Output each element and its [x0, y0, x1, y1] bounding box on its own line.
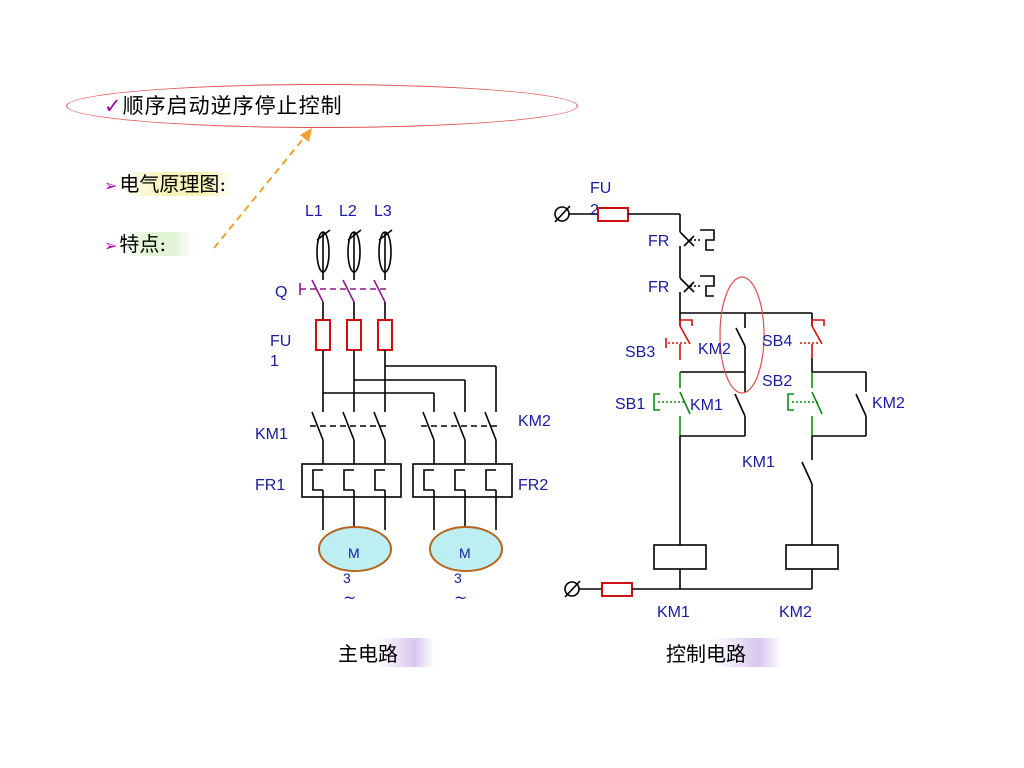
- main-circuit: [299, 229, 513, 572]
- control-circuit: [554, 205, 867, 598]
- label-km2-main: KM2: [518, 413, 551, 430]
- thermal-relay-fr1: [301, 463, 402, 498]
- fuse-fu-bottom: [601, 582, 633, 597]
- slide-title: ✓顺序启动逆序停止控制: [104, 90, 343, 120]
- label-coil-km1: KM1: [657, 604, 690, 621]
- sb1-start-button: [653, 391, 691, 436]
- bullet-arrow-icon: ➢: [104, 176, 118, 195]
- km2-nc-contact: [735, 313, 746, 372]
- fuse-fu2: [597, 207, 629, 222]
- fuse-fu1: [315, 319, 393, 351]
- thermal-relay-fr2: [412, 463, 513, 498]
- phase-terminals: [316, 229, 393, 273]
- bullet-schematic: ➢电气原理图:: [104, 168, 235, 197]
- label-l2: L2: [339, 203, 357, 220]
- label-fu2-a: FU: [590, 180, 611, 197]
- label-fr-second: FR: [648, 279, 669, 296]
- coil-km1: [653, 544, 707, 570]
- motor-m2-ac: ~: [454, 588, 467, 607]
- label-km1-aux: KM1: [742, 454, 775, 471]
- label-fr-top: FR: [648, 233, 669, 250]
- motor-m2-label: M: [459, 545, 471, 561]
- fr-contact-1: [679, 229, 715, 278]
- label-q: Q: [275, 284, 287, 301]
- switch-q: [299, 272, 388, 320]
- coil-km2: [785, 544, 839, 570]
- bullet-schematic-text: 电气原理图:: [117, 172, 235, 196]
- label-km2-hold: KM2: [872, 395, 905, 412]
- motor-m1-label: M: [348, 545, 360, 561]
- motor-m2: [429, 526, 503, 572]
- sb4-stop-button: [800, 313, 825, 358]
- km2-highlight-oval: [719, 276, 765, 394]
- contactor-km2-main: [421, 411, 499, 464]
- km1-hold-contact: [680, 372, 746, 437]
- label-km1-hold: KM1: [690, 397, 723, 414]
- title-highlight-oval: [66, 84, 578, 128]
- label-sb3: SB3: [625, 344, 655, 361]
- label-coil-km2: KM2: [779, 604, 812, 621]
- fr-contact-2: [679, 275, 715, 313]
- bullet-features-text: 特点:: [117, 232, 195, 256]
- bullet-features: ➢特点:: [104, 228, 195, 257]
- caption-main-circuit: 主电路: [338, 638, 434, 667]
- label-fr2: FR2: [518, 477, 548, 494]
- label-sb1: SB1: [615, 396, 645, 413]
- caption-control-circuit: 控制电路: [666, 638, 782, 667]
- label-km2-nc: KM2: [698, 341, 731, 358]
- label-l1: L1: [305, 203, 323, 220]
- label-sb4: SB4: [762, 333, 792, 350]
- label-fu1-b: 1: [270, 353, 279, 370]
- km1-aux-contact: [801, 436, 813, 545]
- motor-m1-ac: ~: [343, 588, 356, 607]
- sb2-start-button: [787, 372, 823, 436]
- label-fr1: FR1: [255, 477, 285, 494]
- checkmark-icon: ✓: [104, 94, 123, 118]
- label-km1-main: KM1: [255, 426, 288, 443]
- label-sb2: SB2: [762, 373, 792, 390]
- pointer-arrow-head: [300, 128, 312, 142]
- km2-hold-contact: [812, 372, 867, 437]
- motor-m1-phase: 3: [343, 570, 351, 586]
- motor-m2-phase: 3: [454, 570, 462, 586]
- slide-title-text: 顺序启动逆序停止控制: [122, 94, 343, 118]
- label-l3: L3: [374, 203, 392, 220]
- label-fu1-a: FU: [270, 333, 291, 350]
- contactor-km1-main: [310, 411, 388, 464]
- sb3-stop-button: [665, 313, 693, 360]
- bullet-arrow-icon: ➢: [104, 236, 118, 255]
- pointer-arrow-line: [213, 127, 313, 249]
- label-fu2-b: 2: [590, 202, 599, 219]
- motor-m1: [318, 526, 392, 572]
